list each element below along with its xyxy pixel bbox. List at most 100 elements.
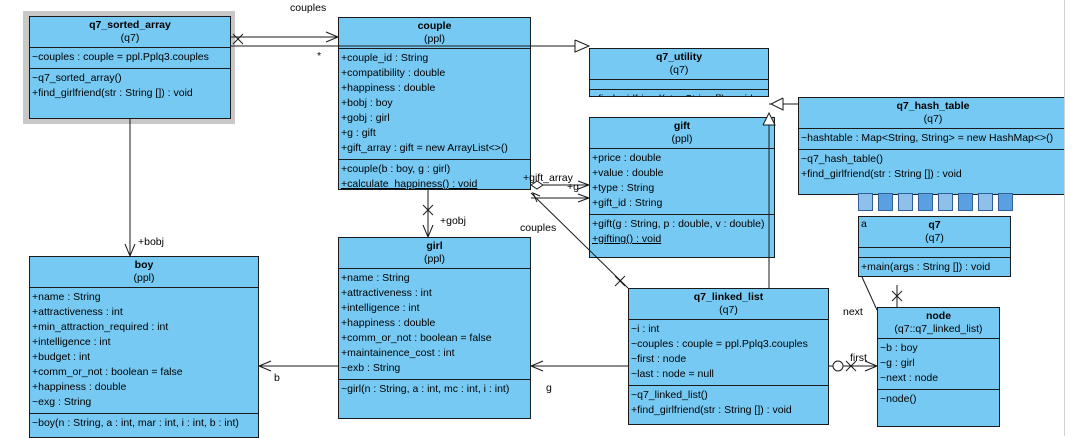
operation-row: +find_girlfriend(str : String []) : void xyxy=(32,87,193,99)
attribute-row: +min_attraction_required : int xyxy=(32,321,169,333)
class-package: (q7::q7_linked_list) xyxy=(894,323,983,335)
operations-compartment: ~node() xyxy=(878,390,999,410)
navigability-x[interactable] xyxy=(891,290,903,302)
operations-compartment: +find_girlfriend(str : String []) : void xyxy=(590,90,768,96)
label-q7-a: a xyxy=(861,218,867,230)
attribute-row: +g : gift xyxy=(341,127,376,139)
class-name: node xyxy=(925,310,952,322)
class-utility[interactable]: q7_utility(q7)+find_girlfriend(str : Str… xyxy=(589,48,769,97)
diagram-tool-icon[interactable] xyxy=(898,193,913,211)
diagram-tool-icon[interactable] xyxy=(998,193,1013,211)
attributes-compartment: +couple_id : String +compatibility : doub… xyxy=(339,49,530,160)
arrowhead xyxy=(325,31,340,43)
label-b: b xyxy=(274,372,280,384)
class-name: boy xyxy=(134,259,154,271)
class-name: q7 xyxy=(928,219,941,231)
navigability-x[interactable] xyxy=(422,204,434,216)
scroll-edge xyxy=(1064,0,1073,436)
class-package: (q7) xyxy=(925,232,944,244)
attribute-row: ~couples : couple = ppl.Pplq3.couples xyxy=(631,338,808,350)
attribute-row: +compatibility : double xyxy=(341,67,446,79)
navigability-x[interactable] xyxy=(614,275,626,287)
class-linked[interactable]: q7_linked_list(q7)~i : int~couples : cou… xyxy=(628,288,829,425)
operation-row: +gift(g : String, p : double, v : double… xyxy=(592,218,765,230)
label-g-gift: +g xyxy=(567,181,579,193)
attribute-row: ~last : node = null xyxy=(631,368,714,380)
attributes-compartment: ~hashtable : Map<String, String> = new H… xyxy=(799,129,1067,150)
navigability-x[interactable] xyxy=(232,33,244,45)
operations-compartment: +couple(b : boy, g : girl)+calculate_hap… xyxy=(339,160,530,189)
arrowhead xyxy=(422,224,434,239)
operation-row: ~girl(n : String, a : int, mc : int, i :… xyxy=(341,383,510,395)
navigability-x[interactable] xyxy=(422,204,434,216)
class-header: boy(ppl) xyxy=(30,257,258,288)
navigability-x[interactable] xyxy=(614,275,626,287)
arrowhead xyxy=(529,360,544,372)
class-node[interactable]: node(q7::q7_linked_list)~b : boy~g : gir… xyxy=(877,307,1000,427)
arrowhead xyxy=(124,243,136,258)
attribute-row: ~b : boy xyxy=(880,342,918,354)
class-boy[interactable]: boy(ppl) +name : String +attractiveness : … xyxy=(29,256,259,438)
diagram-tool-icon[interactable] xyxy=(958,193,973,211)
arrowhead xyxy=(577,180,591,190)
attribute-row: +happiness : double xyxy=(341,82,436,94)
attribute-row: +comm_or_not : boolean = false xyxy=(341,332,492,344)
label-g: g xyxy=(546,382,552,394)
class-q7[interactable]: q7(q7) +main(args : String []) : void xyxy=(858,216,1011,277)
diagram-tool-icon[interactable] xyxy=(858,193,873,211)
arrowhead xyxy=(257,360,272,372)
class-name: q7_sorted_array xyxy=(89,19,171,31)
attribute-row: +couple_id : String xyxy=(341,52,429,64)
attribute-row: ~hashtable : Map<String, String> = new H… xyxy=(801,132,1054,144)
label-couples-top: couples xyxy=(290,2,327,14)
diagram-tool-icon[interactable] xyxy=(878,193,893,211)
attributes-compartment: +price : double+value : double+type : St… xyxy=(590,149,774,215)
diagram-tool-icon[interactable] xyxy=(978,193,993,211)
class-couple[interactable]: couple(ppl) +couple_id : String +compatibi… xyxy=(338,17,531,190)
operations-compartment: ~boy(n : String, a : int, mar : int, i :… xyxy=(30,414,258,434)
navigability-x[interactable] xyxy=(891,290,903,302)
class-hash[interactable]: q7_hash_table(q7) ~hashtable : Map<String… xyxy=(798,97,1068,195)
generalization-triangle xyxy=(769,97,784,111)
operation-row: ~node() xyxy=(880,393,917,405)
class-sorted[interactable]: q7_sorted_array(q7) ~couples : couple = p… xyxy=(29,16,231,119)
attribute-row: +attractiveness : int xyxy=(32,306,123,318)
class-package: (ppl) xyxy=(423,253,445,265)
arrowhead xyxy=(577,193,591,203)
class-header: couple(ppl) xyxy=(339,18,530,49)
label-bobj: +bobj xyxy=(138,236,164,248)
class-package: (ppl) xyxy=(133,272,155,284)
operations-compartment: ~q7_sorted_array()+find_girlfriend(str :… xyxy=(30,69,230,104)
operations-compartment: ~q7_linked_list()+find_girlfriend(str : … xyxy=(629,386,828,421)
label-couples-mid: couples xyxy=(520,222,557,234)
attribute-row: +comm_or_not : boolean = false xyxy=(32,366,183,378)
operations-compartment: +gift(g : String, p : double, v : double… xyxy=(590,215,774,250)
class-girl[interactable]: girl(ppl)+name : String+attractiveness :… xyxy=(338,237,531,419)
class-package: (q7) xyxy=(923,113,943,125)
attribute-row: ~exg : String xyxy=(32,396,92,408)
class-header: q7_sorted_array(q7) xyxy=(30,17,230,48)
attribute-row: +budget : int xyxy=(32,351,91,363)
diagram-tool-icon[interactable] xyxy=(938,193,953,211)
label-gift-array: +gift_array xyxy=(523,172,573,184)
class-header: node(q7::q7_linked_list) xyxy=(878,308,999,339)
label-first: first xyxy=(850,352,867,364)
attribute-row: +intelligence : int xyxy=(341,302,420,314)
class-name: q7_hash_table xyxy=(896,100,970,112)
class-header: q7_hash_table(q7) xyxy=(799,98,1067,129)
attribute-row: +gift_array : gift = new ArrayList<>() xyxy=(341,142,508,154)
attribute-row: ~exb : String xyxy=(341,362,401,374)
attribute-row: ~i : int xyxy=(631,323,660,335)
attributes-compartment xyxy=(590,80,768,90)
attribute-row: +gift_id : String xyxy=(592,197,663,209)
navigability-x[interactable] xyxy=(232,33,244,45)
class-gift[interactable]: gift(ppl)+price : double+value : double+… xyxy=(589,117,775,258)
attribute-row: +name : String xyxy=(32,291,101,303)
operation-row: +find_girlfriend(str : String []) : void xyxy=(592,92,766,96)
diagram-tool-icon[interactable] xyxy=(918,193,933,211)
label-next: next xyxy=(843,306,863,318)
operation-row: +main(args : String []) : void xyxy=(861,261,991,273)
assoc-node-next[interactable] xyxy=(861,276,878,311)
attribute-row: ~couples : couple = ppl.Pplq3.couples xyxy=(32,51,209,63)
